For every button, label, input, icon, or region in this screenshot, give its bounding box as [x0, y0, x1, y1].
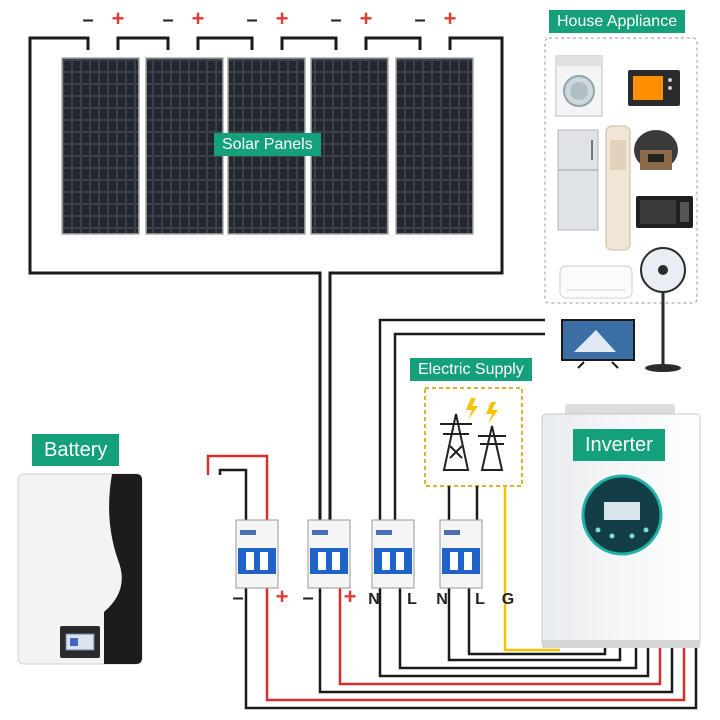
solar-panels-label: Solar Panels [214, 133, 321, 157]
panel-terminal-positive: + [275, 6, 289, 31]
breaker-terminal-live: L [407, 591, 417, 608]
oven-icon [636, 196, 693, 228]
panel-terminal-negative: – [82, 9, 94, 31]
breaker-solar [307, 519, 351, 589]
electric-supply-box [424, 387, 523, 487]
breaker-terminal-negative: – [302, 587, 314, 609]
microwave-icon [628, 70, 680, 106]
panel-terminal-positive: + [443, 6, 457, 31]
solar-panel [145, 57, 224, 235]
rice-cooker-icon [634, 130, 678, 170]
inverter-screen [604, 502, 640, 520]
panel-terminal-negative: – [162, 9, 174, 31]
breaker-terminal-negative: – [232, 587, 244, 609]
panel-terminal-positive: + [111, 6, 125, 31]
breaker-load [371, 519, 415, 589]
inverter-label: Inverter [573, 429, 665, 461]
house-appliance-box [544, 37, 698, 372]
refrigerator-icon [557, 129, 599, 231]
wall-air-conditioner-icon [559, 265, 633, 299]
panel-terminal-negative: – [330, 9, 342, 31]
solar-panel [395, 57, 474, 235]
washing-machine-icon [555, 55, 603, 117]
inverter-unit [541, 404, 701, 648]
lightning-icon [466, 398, 498, 424]
panel-terminal-negative: – [414, 9, 426, 31]
solar-panels [61, 57, 474, 235]
solar-panel [310, 57, 389, 235]
breaker-terminal-neutral: N [436, 591, 448, 608]
breaker-battery [235, 519, 279, 589]
battery-unit [17, 473, 143, 665]
panel-terminal-negative: – [246, 9, 258, 31]
solar-panel [61, 57, 140, 235]
wires [206, 318, 698, 710]
standing-fan-icon [640, 247, 686, 372]
transmission-tower-icon [440, 413, 506, 471]
breaker-terminal-positive: + [343, 584, 357, 609]
panel-terminal-positive: + [191, 6, 205, 31]
breakers [235, 519, 483, 589]
battery-label: Battery [32, 434, 120, 466]
television-icon [561, 319, 635, 369]
breaker-terminal-live: L [475, 591, 485, 608]
breaker-terminal-ground: G [501, 591, 515, 608]
panel-wiring [28, 36, 504, 520]
panel-terminal-positive: + [359, 6, 373, 31]
breaker-grid [439, 519, 483, 589]
electric-supply-label: Electric Supply [410, 358, 532, 382]
breaker-terminal-neutral: N [368, 591, 380, 608]
breaker-terminal-positive: + [275, 584, 289, 609]
house-appliance-label: House Appliance [549, 10, 686, 34]
air-conditioner-tower-icon [605, 125, 631, 251]
